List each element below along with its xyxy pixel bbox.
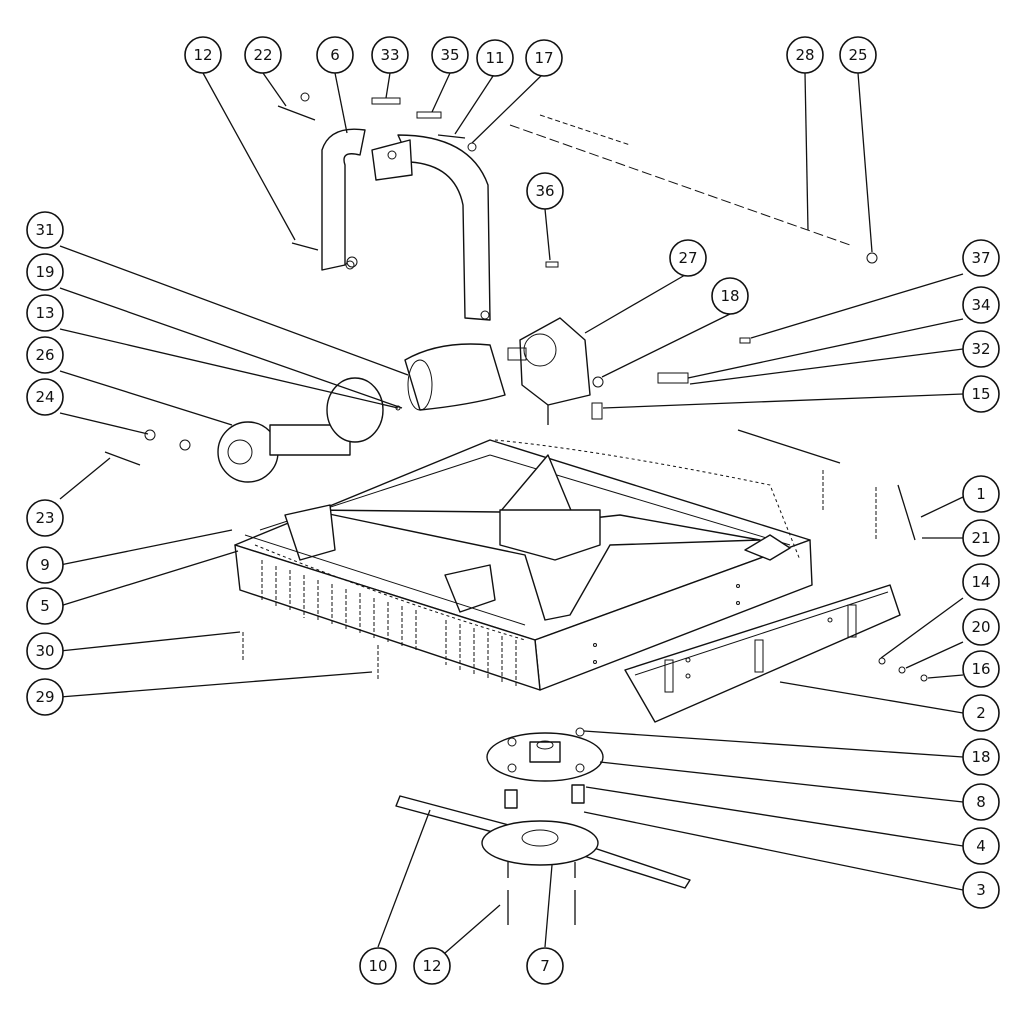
svg-text:7: 7 [540, 957, 550, 975]
callout-bubble: 12 [184, 36, 222, 74]
callout-bubble: 9 [26, 546, 64, 584]
a-frame-hitch [321, 128, 491, 321]
callout-bubble: 20 [962, 608, 1000, 646]
svg-text:36: 36 [535, 182, 554, 200]
svg-text:29: 29 [35, 688, 54, 706]
callout-bubble: 31 [26, 211, 64, 249]
callout-bubble: 29 [26, 678, 64, 716]
svg-text:6: 6 [330, 46, 340, 64]
callout-bubble: 19 [26, 253, 64, 291]
callout-bubble: 12 [413, 947, 451, 985]
svg-text:35: 35 [440, 46, 459, 64]
callout-bubble: 6 [316, 36, 354, 74]
rear-chain-guard [494, 439, 801, 561]
callout-bubble: 3 [962, 871, 1000, 909]
callout-bubble: 15 [962, 375, 1000, 413]
callout-bubble: 10 [359, 947, 397, 985]
svg-text:18: 18 [971, 748, 990, 766]
callout-bubble: 2 [962, 694, 1000, 732]
front-chain-guard [244, 534, 526, 688]
svg-text:11: 11 [485, 49, 504, 67]
callout-bubble: 16 [962, 650, 1000, 688]
svg-text:31: 31 [35, 221, 54, 239]
callout-bubble: 4 [962, 827, 1000, 865]
svg-text:25: 25 [848, 46, 867, 64]
callout-bubble: 13 [26, 294, 64, 332]
svg-text:22: 22 [253, 46, 272, 64]
svg-text:19: 19 [35, 263, 54, 281]
callout-bubble: 14 [962, 563, 1000, 601]
driveline-shield [404, 343, 506, 411]
callout-bubble: 27 [669, 239, 707, 277]
svg-text:15: 15 [971, 385, 990, 403]
callout-bubble: 35 [431, 36, 469, 74]
svg-text:10: 10 [368, 957, 387, 975]
svg-text:18: 18 [720, 287, 739, 305]
callout-bubble: 22 [244, 36, 282, 74]
callout-bubble: 11 [476, 39, 514, 77]
svg-text:28: 28 [795, 46, 814, 64]
svg-text:4: 4 [976, 837, 986, 855]
gearbox [507, 317, 604, 425]
callouts: 12 22 6 33 35 11 17 28 25 31 19 13 26 24… [26, 36, 1000, 985]
svg-text:1: 1 [976, 485, 986, 503]
svg-text:33: 33 [380, 46, 399, 64]
svg-text:21: 21 [971, 529, 990, 547]
svg-text:20: 20 [971, 618, 990, 636]
parts-illustration [104, 92, 928, 925]
callout-bubble: 28 [786, 36, 824, 74]
svg-text:17: 17 [534, 49, 553, 67]
callout-bubble: 36 [526, 172, 564, 210]
callout-bubble: 8 [962, 783, 1000, 821]
callout-bubble: 17 [525, 39, 563, 77]
callout-bubble: 18 [962, 738, 1000, 776]
callout-bubble: 26 [26, 336, 64, 374]
svg-text:34: 34 [971, 296, 990, 314]
callout-bubble: 37 [962, 239, 1000, 277]
right-side-hardware [657, 337, 928, 682]
leader-lines [59, 72, 964, 954]
svg-text:12: 12 [422, 957, 441, 975]
callout-bubble: 23 [26, 499, 64, 537]
callout-bubble: 30 [26, 632, 64, 670]
top-chain [509, 114, 878, 264]
svg-text:16: 16 [971, 660, 990, 678]
svg-text:26: 26 [35, 346, 54, 364]
svg-text:37: 37 [971, 249, 990, 267]
svg-text:13: 13 [35, 304, 54, 322]
callout-bubble: 18 [711, 277, 749, 315]
svg-text:27: 27 [678, 249, 697, 267]
callout-bubble: 34 [962, 286, 1000, 324]
svg-text:12: 12 [193, 46, 212, 64]
callout-bubble: 1 [962, 475, 1000, 513]
callout-bubble: 33 [371, 36, 409, 74]
blade-carrier [395, 727, 691, 925]
svg-text:14: 14 [971, 573, 990, 591]
svg-text:30: 30 [35, 642, 54, 660]
svg-text:32: 32 [971, 340, 990, 358]
svg-text:3: 3 [976, 881, 986, 899]
callout-bubble: 5 [26, 587, 64, 625]
svg-text:23: 23 [35, 509, 54, 527]
svg-text:24: 24 [35, 388, 54, 406]
skid-shoe [624, 584, 901, 723]
callout-bubble: 24 [26, 378, 64, 416]
callout-bubble: 7 [526, 947, 564, 985]
callout-bubble: 25 [839, 36, 877, 74]
decal-36 [545, 261, 559, 268]
callout-bubble: 32 [962, 330, 1000, 368]
svg-text:5: 5 [40, 597, 50, 615]
driveline-shaft [104, 377, 401, 483]
svg-text:8: 8 [976, 793, 986, 811]
svg-text:2: 2 [976, 704, 986, 722]
callout-bubble: 21 [962, 519, 1000, 557]
svg-text:9: 9 [40, 556, 50, 574]
